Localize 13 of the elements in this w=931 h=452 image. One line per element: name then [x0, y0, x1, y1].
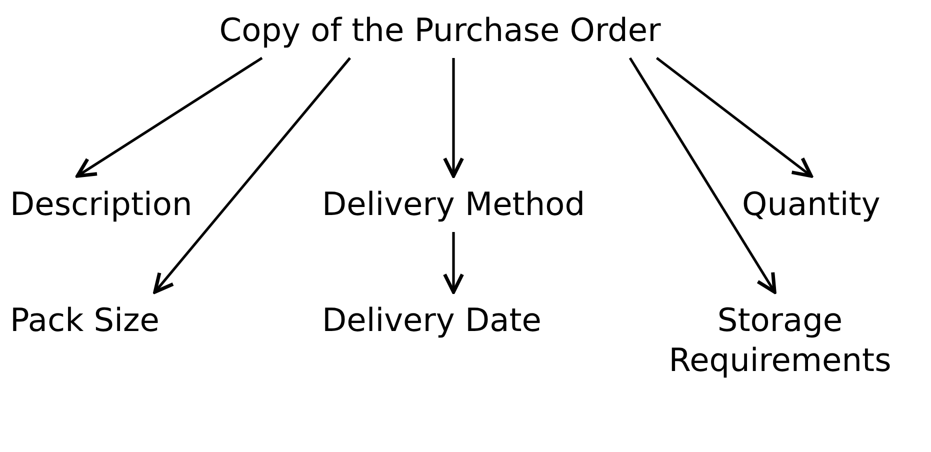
arrow [76, 56, 263, 178]
node-label: Copy of the Purchase Order [219, 2, 661, 58]
node-label: Delivery Date [322, 292, 542, 348]
node-label: Storage Requirements [645, 292, 915, 388]
node-label: Pack Size [10, 292, 160, 348]
arrow [153, 57, 351, 294]
arrow [442, 58, 464, 178]
node-label: Description [10, 176, 192, 232]
node-label: Delivery Method [322, 176, 586, 232]
node-label: Quantity [742, 176, 880, 232]
arrow [656, 56, 813, 178]
arrow [442, 232, 464, 294]
arrow [628, 57, 776, 294]
